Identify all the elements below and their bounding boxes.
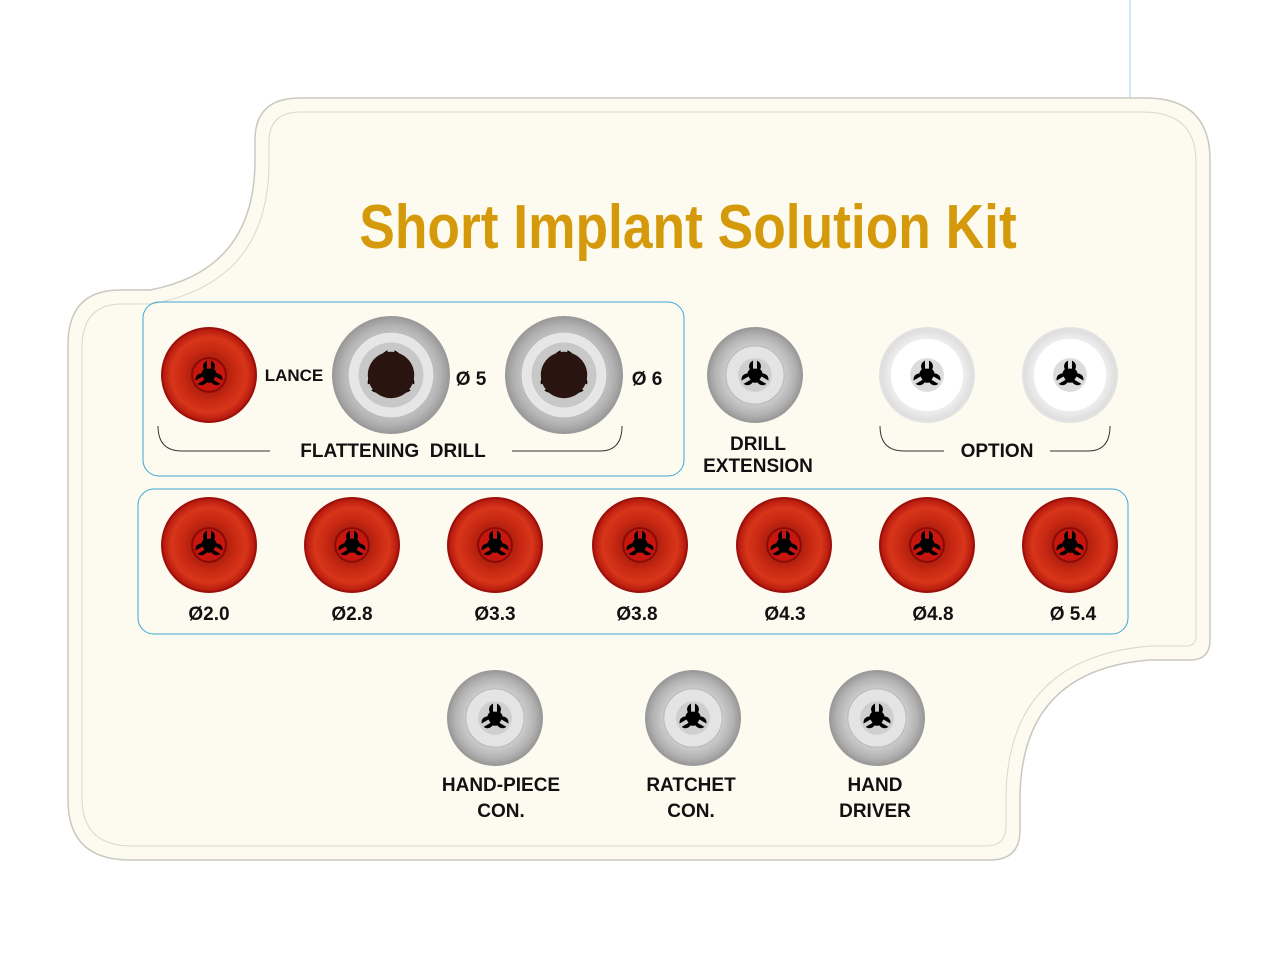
- option-label: OPTION: [961, 441, 1034, 462]
- flattening-bracket: [157, 425, 623, 452]
- drill-socket-6: [879, 497, 975, 593]
- drill-sequence-group: [137, 488, 1129, 635]
- hex-key-icon: [1056, 530, 1084, 556]
- hex-key-icon: [679, 703, 707, 729]
- socket-layer: [161, 316, 1118, 766]
- hex-key-icon: [863, 703, 891, 729]
- hex-key-icon: [913, 530, 941, 556]
- drill-label-5-4: Ø 5.4: [1050, 604, 1097, 625]
- hex-key-icon: [913, 360, 941, 386]
- hand-driver-label-line1: HAND: [848, 775, 903, 796]
- drill-socket-4: [592, 497, 688, 593]
- drill-label-2-8: Ø2.8: [331, 604, 372, 625]
- drill-extension-label-line2: EXTENSION: [703, 456, 813, 477]
- hex-key-icon: [626, 530, 654, 556]
- option-bracket: [879, 425, 1111, 452]
- ratchet-label-line1: RATCHET: [646, 775, 736, 796]
- kit-title: Short Implant Solution Kit: [359, 193, 1016, 262]
- lance-label: LANCE: [265, 366, 324, 385]
- drill-socket-2: [304, 497, 400, 593]
- drill-label-4-8: Ø4.8: [912, 604, 953, 625]
- handpiece-label-line1: HAND-PIECE: [442, 775, 560, 796]
- hex-key-icon: [770, 530, 798, 556]
- tool-socket-3: [829, 670, 925, 766]
- tool-socket-2: [645, 670, 741, 766]
- flattening-5-socket: [332, 316, 450, 434]
- flattening-drill-group: [142, 301, 685, 477]
- tray-outline: [67, 97, 1211, 861]
- drill-size-labels: Ø2.0 Ø2.8 Ø3.3 Ø3.8 Ø4.3 Ø4.8 Ø 5.4: [188, 604, 1096, 625]
- flattening-drill-label: FLATTENING DRILL: [300, 441, 486, 462]
- drill-extension-label-line1: DRILL: [730, 434, 786, 455]
- hex-key-icon: [1056, 360, 1084, 386]
- flattening-6-socket: [505, 316, 623, 434]
- hex-key-icon: [338, 530, 366, 556]
- hand-driver-label-line2: DRIVER: [839, 801, 911, 822]
- tray-inner-edge: [81, 111, 1197, 847]
- hex-key-icon: [481, 703, 509, 729]
- drill-socket-5: [736, 497, 832, 593]
- hex-key-icon: [195, 360, 223, 386]
- drill-extension-socket: [707, 327, 803, 423]
- tool-socket-1: [447, 670, 543, 766]
- drill-socket-3: [447, 497, 543, 593]
- drill-socket-1: [161, 497, 257, 593]
- ratchet-label-line2: CON.: [667, 801, 715, 822]
- drill-socket-7: [1022, 497, 1118, 593]
- drill-label-2-0: Ø2.0: [188, 604, 229, 625]
- option-socket-1: [879, 327, 975, 423]
- hex-key-icon: [741, 360, 769, 386]
- hex-key-icon: [195, 530, 223, 556]
- handpiece-label-line2: CON.: [477, 801, 525, 822]
- flattening-6-label: Ø 6: [632, 369, 663, 390]
- option-socket-2: [1022, 327, 1118, 423]
- flattening-5-label: Ø 5: [456, 369, 487, 390]
- hex-key-icon: [481, 530, 509, 556]
- drill-label-3-3: Ø3.3: [474, 604, 515, 625]
- drill-label-4-3: Ø4.3: [764, 604, 805, 625]
- lance-socket: [161, 327, 257, 423]
- drill-label-3-8: Ø3.8: [616, 604, 657, 625]
